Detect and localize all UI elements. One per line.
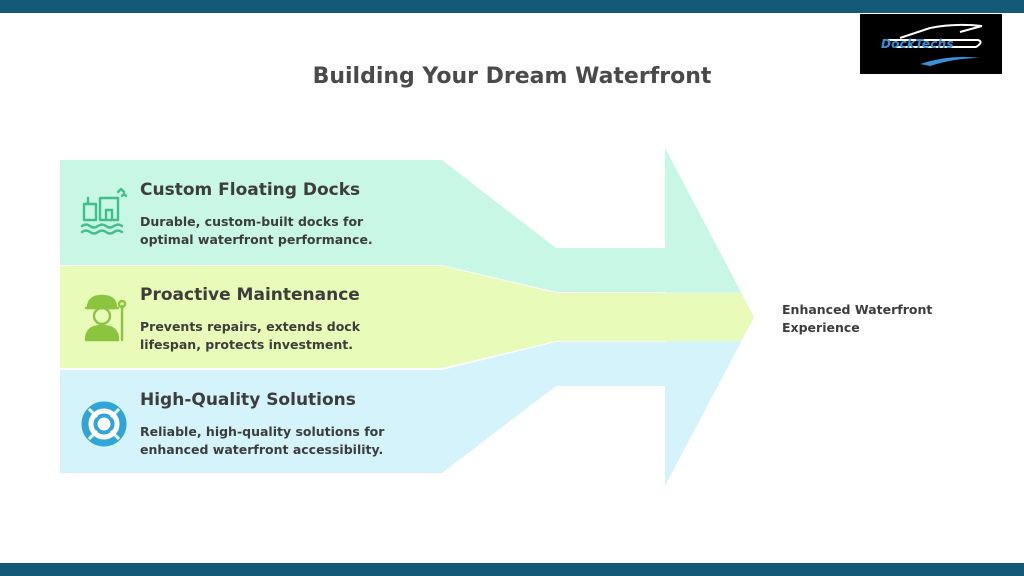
outcome-line: Enhanced Waterfront [782, 302, 933, 317]
description-line: optimal waterfront performance. [140, 232, 373, 247]
band-high-quality-solutions [60, 342, 741, 486]
band-custom-floating-docks [60, 148, 741, 292]
item-proactive-maintenance: Proactive Maintenance Prevents repairs, … [140, 285, 440, 354]
floating-dock-icon [80, 187, 128, 235]
item-title: Custom Floating Docks [140, 180, 361, 200]
lifebuoy-icon [81, 401, 127, 447]
description-line: lifespan, protects investment. [140, 337, 353, 352]
maintenance-worker-icon [84, 294, 127, 342]
top-bar [0, 0, 1024, 13]
docktechs-logo: DockTechs [860, 14, 1002, 74]
item-high-quality-solutions: High-Quality Solutions Reliable, high-qu… [140, 390, 440, 459]
description-line: Durable, custom-built docks for [140, 214, 364, 229]
outcome-label: Enhanced Waterfront Experience [782, 301, 982, 337]
description-line: Prevents repairs, extends dock [140, 319, 361, 334]
item-description: Prevents repairs, extends dock lifespan,… [140, 318, 440, 354]
band-proactive-maintenance [60, 266, 754, 368]
item-title: Proactive Maintenance [140, 285, 360, 305]
bottom-bar [0, 563, 1024, 576]
logo-text: DockTechs [881, 37, 954, 51]
description-line: Reliable, high-quality solutions for [140, 424, 385, 439]
description-line: enhanced waterfront accessibility. [140, 442, 384, 457]
item-description: Reliable, high-quality solutions for enh… [140, 423, 440, 459]
item-description: Durable, custom-built docks for optimal … [140, 213, 440, 249]
item-custom-floating-docks: Custom Floating Docks Durable, custom-bu… [140, 180, 440, 249]
outcome-line: Experience [782, 320, 860, 335]
boat-logo-icon [888, 23, 983, 66]
item-title: High-Quality Solutions [140, 390, 356, 410]
page-title: Building Your Dream Waterfront [312, 64, 712, 89]
